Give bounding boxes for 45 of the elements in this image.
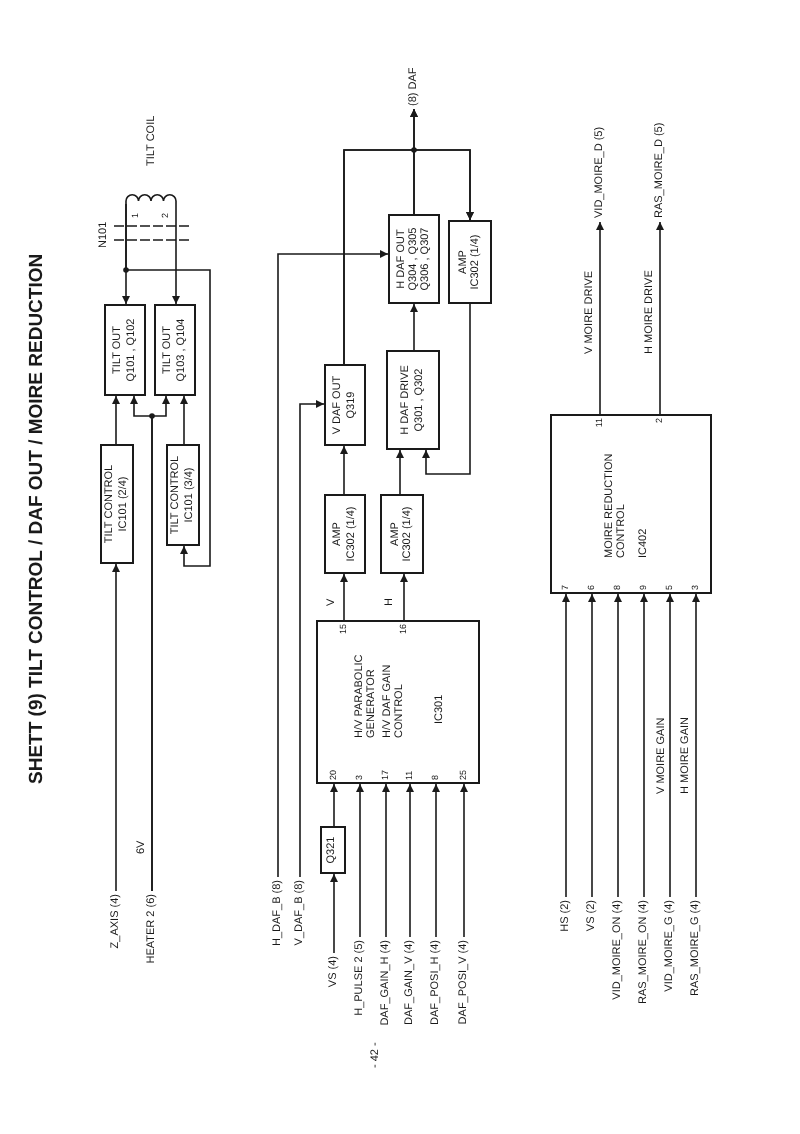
signal-arrow	[432, 783, 440, 938]
signal-arrow	[640, 593, 648, 898]
signal-arrow	[460, 783, 468, 938]
signal-arrow	[422, 303, 471, 475]
circuit-block	[154, 304, 196, 396]
coil-symbol	[122, 190, 180, 204]
signal-arrow	[400, 573, 408, 621]
title: SHETT (9) TILT CONTROL / DAF OUT / MOIRE REDUCTION	[28, 253, 50, 784]
signal-arrow	[666, 593, 674, 898]
signal-arrow	[112, 395, 120, 445]
signal-arrow	[330, 783, 338, 827]
signal-arrow	[596, 221, 604, 415]
signal-arrow	[125, 203, 211, 567]
signal-arrow	[151, 395, 170, 892]
circuit-block	[316, 620, 480, 784]
signal-arrow	[656, 221, 664, 415]
circuit-block	[380, 494, 424, 574]
circuit-block	[388, 214, 440, 304]
signal-arrow	[356, 783, 364, 938]
signal-arrow	[330, 873, 338, 954]
signal-arrow	[614, 593, 622, 898]
signal-arrow	[406, 783, 414, 938]
signal-arrow	[562, 593, 570, 898]
circuit-block	[166, 444, 200, 546]
signal-arrow	[299, 400, 325, 878]
circuit-block	[320, 826, 346, 874]
signal-arrow	[180, 395, 188, 445]
signal-arrow	[343, 149, 474, 365]
circuit-block	[448, 220, 492, 304]
signal-arrow	[396, 449, 404, 495]
signal-arrow	[172, 203, 180, 305]
circuit-block	[550, 414, 712, 594]
signal-arrow	[277, 250, 389, 878]
signal-arrow	[340, 573, 348, 621]
circuit-block	[324, 494, 366, 574]
circuit-block	[100, 444, 134, 564]
circuit-block	[104, 304, 146, 396]
signal-arrow	[588, 593, 596, 898]
signal-arrow	[410, 303, 418, 351]
signal-arrow	[340, 445, 348, 495]
signal-arrow	[692, 593, 700, 898]
signal-arrow	[382, 783, 390, 938]
circuit-block	[386, 350, 440, 450]
signal-arrow	[112, 563, 120, 892]
circuit-block	[324, 364, 366, 446]
